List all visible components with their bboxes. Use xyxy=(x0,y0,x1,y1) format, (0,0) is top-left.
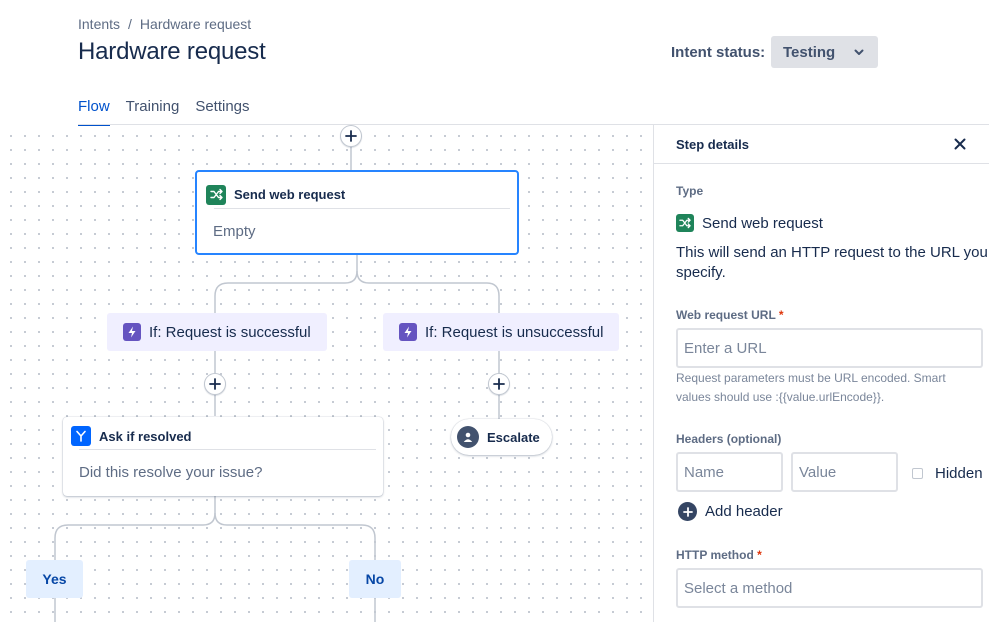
add-step-button[interactable] xyxy=(488,373,510,395)
breadcrumb: Intents / Hardware request xyxy=(78,16,251,32)
intent-status-select[interactable]: Testing xyxy=(771,36,878,68)
page-title: Hardware request xyxy=(78,38,266,65)
url-label-text: Web request URL xyxy=(676,308,776,322)
step-details-panel: Step details Type Send web request This … xyxy=(653,125,989,622)
headers-label: Headers (optional) xyxy=(676,432,782,446)
add-header-button[interactable]: Add header xyxy=(678,502,783,521)
method-select[interactable]: Select a method xyxy=(676,568,983,608)
lightning-icon xyxy=(399,323,417,341)
type-value: Send web request xyxy=(676,214,823,232)
breadcrumb-separator: / xyxy=(128,16,132,32)
breadcrumb-parent-link[interactable]: Intents xyxy=(78,16,121,32)
branch-yes[interactable]: Yes xyxy=(26,560,83,598)
branch-no[interactable]: No xyxy=(349,560,401,598)
header-value-placeholder: Value xyxy=(799,463,837,481)
escalate-label: Escalate xyxy=(487,429,540,445)
header-name-input[interactable]: Name xyxy=(676,452,783,492)
close-icon[interactable] xyxy=(953,137,967,151)
plus-icon xyxy=(209,378,221,390)
header-name-placeholder: Name xyxy=(684,463,725,481)
plus-icon xyxy=(493,378,505,390)
header-value-input[interactable]: Value xyxy=(791,452,898,492)
required-mark: * xyxy=(778,308,784,322)
shuffle-icon xyxy=(676,214,694,232)
escalate-node[interactable]: Escalate xyxy=(451,419,552,455)
add-header-label: Add header xyxy=(705,503,783,520)
chevron-down-icon xyxy=(854,49,864,55)
ask-if-resolved-node[interactable]: Ask if resolved Did this resolve your is… xyxy=(63,417,383,496)
hidden-checkbox-label: Hidden xyxy=(935,465,983,482)
method-label-text: HTTP method xyxy=(676,548,754,562)
plus-icon xyxy=(345,130,357,142)
tabs-divider xyxy=(78,124,989,125)
condition-success[interactable]: If: Request is successful xyxy=(107,313,327,351)
method-label: HTTP method * xyxy=(676,548,762,562)
add-step-button[interactable] xyxy=(340,125,362,147)
url-input[interactable]: Enter a URL xyxy=(676,328,983,368)
url-label: Web request URL * xyxy=(676,308,784,322)
person-icon xyxy=(457,426,479,448)
type-value-text: Send web request xyxy=(702,214,823,232)
condition-failure-label: If: Request is unsuccessful xyxy=(425,323,604,341)
url-input-placeholder: Enter a URL xyxy=(684,339,767,357)
panel-title: Step details xyxy=(676,136,749,152)
tab-flow[interactable]: Flow xyxy=(78,98,110,126)
web-request-node-title: Send web request xyxy=(234,187,346,202)
type-label: Type xyxy=(676,184,704,198)
node-divider xyxy=(214,208,510,209)
plus-icon xyxy=(678,502,697,521)
hidden-checkbox[interactable] xyxy=(912,468,923,479)
ask-node-body: Did this resolve your issue? xyxy=(79,464,263,481)
branch-icon xyxy=(71,426,91,446)
type-description: This will send an HTTP request to the UR… xyxy=(676,244,988,281)
breadcrumb-current[interactable]: Hardware request xyxy=(139,16,252,32)
hidden-checkbox-row: Hidden xyxy=(912,465,983,482)
condition-failure[interactable]: If: Request is unsuccessful xyxy=(383,313,620,351)
tab-training[interactable]: Training xyxy=(125,98,180,115)
tab-bar: Flow Training Settings xyxy=(78,98,250,126)
condition-success-label: If: Request is successful xyxy=(149,323,311,341)
method-select-placeholder: Select a method xyxy=(684,579,793,597)
flow-canvas[interactable]: Send web request Empty If: Request is su… xyxy=(0,125,653,622)
flow-connectors xyxy=(54,147,500,622)
lightning-icon xyxy=(123,323,141,341)
tab-settings[interactable]: Settings xyxy=(195,98,250,115)
ask-node-title: Ask if resolved xyxy=(99,428,192,444)
url-helper-text: Request parameters must be URL encoded. … xyxy=(676,371,946,404)
intent-status-value: Testing xyxy=(783,43,836,61)
required-mark: * xyxy=(757,548,762,562)
add-step-button[interactable] xyxy=(204,373,226,395)
intent-status-label: Intent status: xyxy=(671,44,766,61)
panel-header: Step details xyxy=(654,125,989,164)
web-request-node-body: Empty xyxy=(213,223,256,240)
shuffle-icon xyxy=(206,184,226,205)
node-divider xyxy=(79,449,376,450)
web-request-node[interactable]: Send web request Empty xyxy=(195,170,519,255)
